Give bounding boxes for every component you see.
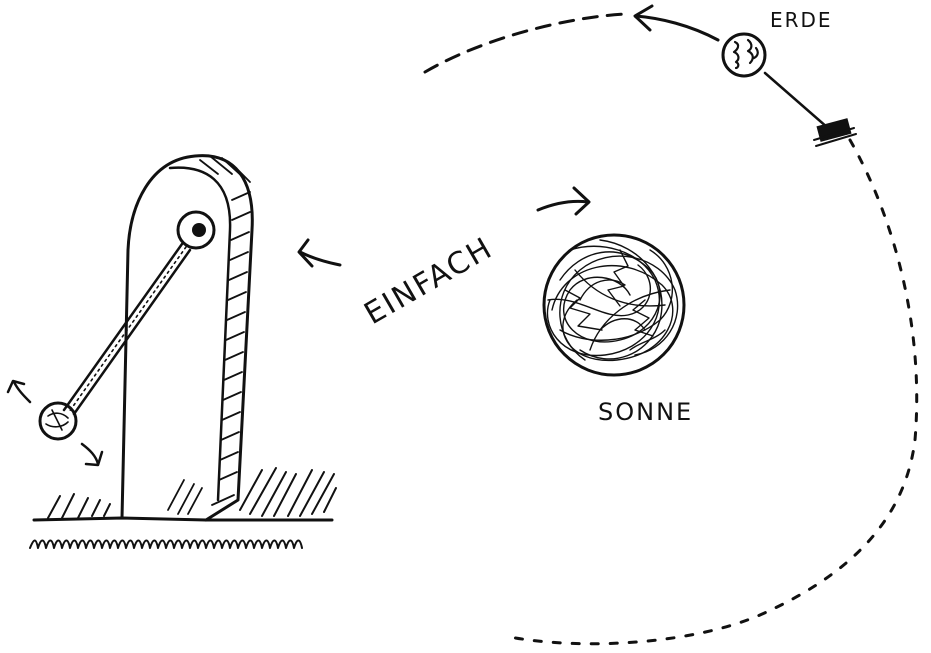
swing-arrow-down-icon: [82, 444, 102, 465]
pendulum-stand-icon: [30, 156, 336, 548]
earth-label: ERDE: [770, 8, 833, 32]
swing-arrow-up-icon: [8, 381, 30, 402]
arrow-to-sun-icon: [538, 188, 589, 214]
orbit-direction-arrow-icon: [635, 6, 718, 40]
pendulum-bob-icon: [40, 403, 76, 439]
arrow-to-pendulum-icon: [299, 240, 340, 266]
sun-label: SONNE: [598, 398, 693, 426]
earth-satellite-link: [765, 73, 828, 128]
pendulum-pivot-icon: [178, 212, 214, 248]
sun-icon: [544, 235, 684, 375]
center-label: EINFACH: [359, 230, 500, 331]
orbit-path: [425, 14, 917, 644]
earth-icon: [723, 34, 765, 76]
